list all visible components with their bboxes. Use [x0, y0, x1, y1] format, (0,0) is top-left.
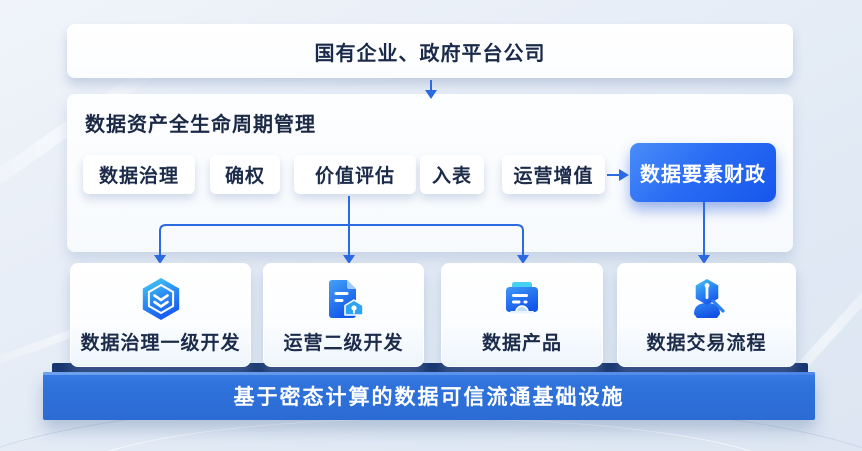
step-label: 数据治理	[98, 166, 179, 187]
document-shield-icon	[328, 279, 364, 318]
card-operation-dev: 运营二级开发	[263, 263, 424, 367]
card-data-product: 数据产品	[441, 263, 603, 367]
org-box-label: 国有企业、政府平台公司	[314, 42, 546, 65]
data-product-printer-icon	[506, 281, 538, 313]
step-label: 确权	[224, 166, 265, 187]
step-chip-entry: 入表	[420, 155, 484, 194]
card-data-trading-process: 数据交易流程	[617, 263, 796, 367]
step-chip-value-assessment: 价值评估	[294, 155, 416, 194]
infrastructure-bar-label: 基于密态计算的数据可信流通基础设施	[233, 386, 625, 409]
org-box: 国有企业、政府平台公司	[67, 24, 793, 78]
step-label: 运营增值	[513, 166, 594, 187]
step-chip-rights-confirmation: 确权	[210, 155, 280, 194]
highlight-chip-label: 数据要素财政	[640, 164, 766, 186]
hexagon-layers-icon	[142, 277, 179, 320]
step-label: 入表	[431, 166, 472, 187]
step-chip-data-governance: 数据治理	[83, 155, 195, 194]
highlight-chip-data-element-finance: 数据要素财政	[630, 143, 776, 202]
panel-title: 数据资产全生命周期管理	[85, 114, 316, 136]
infrastructure-bar: 基于密态计算的数据可信流通基础设施	[43, 372, 815, 420]
card-label: 数据产品	[481, 332, 562, 354]
card-label: 数据交易流程	[646, 332, 767, 354]
lifecycle-panel: 数据资产全生命周期管理 数据治理 确权 价值评估 入表 运营增值 数据要素财政	[67, 94, 793, 252]
card-data-governance-dev: 数据治理一级开发	[70, 263, 251, 367]
card-label: 数据治理一级开发	[80, 332, 241, 354]
step-chip-operation-value-add: 运营增值	[502, 155, 605, 194]
step-label: 价值评估	[314, 166, 395, 187]
card-label: 运营二级开发	[283, 332, 404, 354]
user-exchange-icon	[693, 278, 725, 318]
